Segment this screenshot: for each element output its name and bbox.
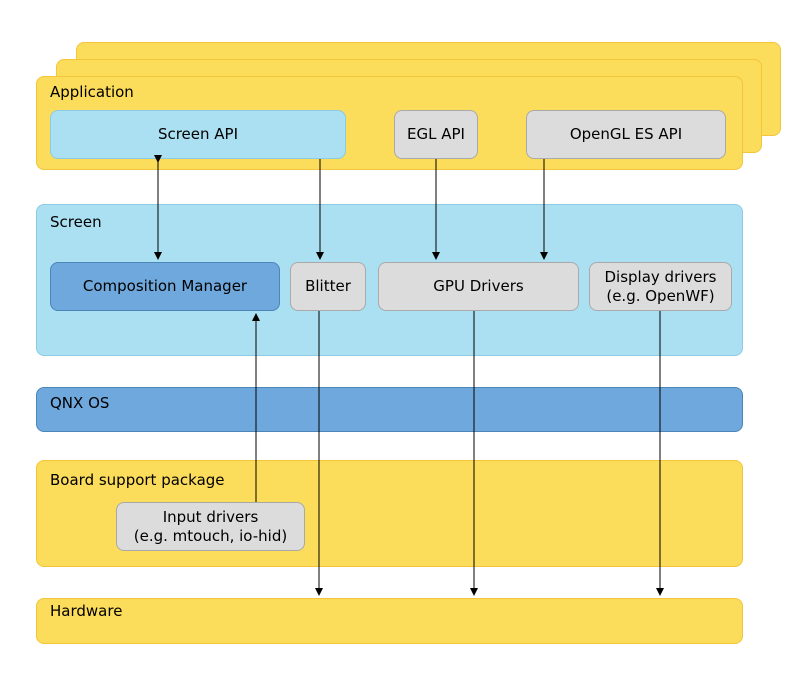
gpu-drivers-box: GPU Drivers (378, 262, 579, 311)
application-layer-title: Application (50, 83, 134, 101)
blitter-label: Blitter (305, 277, 351, 295)
qnx-os-layer-title: QNX OS (50, 394, 110, 412)
input-drivers-box: Input drivers (e.g. mtouch, io-hid) (116, 502, 305, 551)
opengl-es-api-label: OpenGL ES API (569, 125, 683, 143)
blitter-box: Blitter (290, 262, 366, 311)
hardware-layer-title: Hardware (50, 602, 123, 620)
qnx-os-layer: QNX OS (36, 387, 743, 432)
composition-manager-label: Composition Manager (82, 277, 248, 295)
gpu-drivers-label: GPU Drivers (433, 277, 524, 295)
egl-api-label: EGL API (407, 125, 465, 143)
composition-manager-box: Composition Manager (50, 262, 280, 311)
display-drivers-label: Display drivers (e.g. OpenWF) (604, 267, 717, 305)
input-drivers-label: Input drivers (e.g. mtouch, io-hid) (133, 507, 288, 545)
screen-api-label: Screen API (157, 125, 239, 143)
display-drivers-box: Display drivers (e.g. OpenWF) (589, 262, 732, 311)
screen-layer-title: Screen (50, 213, 102, 231)
egl-api-box: EGL API (394, 110, 478, 159)
bsp-layer-title: Board support package (50, 471, 225, 489)
hardware-layer: Hardware (36, 598, 743, 644)
opengl-es-api-box: OpenGL ES API (526, 110, 726, 159)
screen-api-box: Screen API (50, 110, 346, 159)
